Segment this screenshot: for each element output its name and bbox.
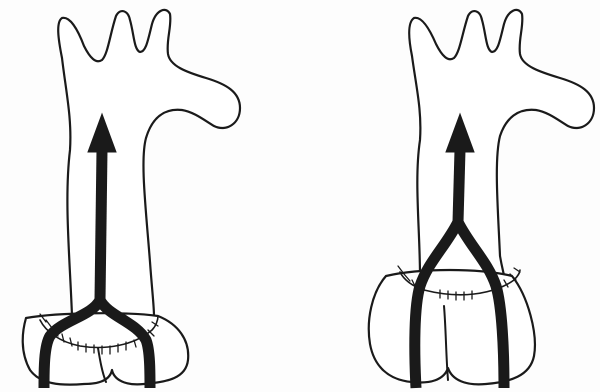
left-aortic-arch-outline — [58, 10, 240, 316]
right-panel — [369, 10, 594, 388]
left-graft-trunk — [100, 150, 102, 300]
right-lower-body-outline — [369, 270, 535, 384]
right-graft-trunk — [458, 150, 460, 222]
left-panel — [23, 10, 240, 388]
right-aortic-arch-outline — [409, 10, 594, 276]
